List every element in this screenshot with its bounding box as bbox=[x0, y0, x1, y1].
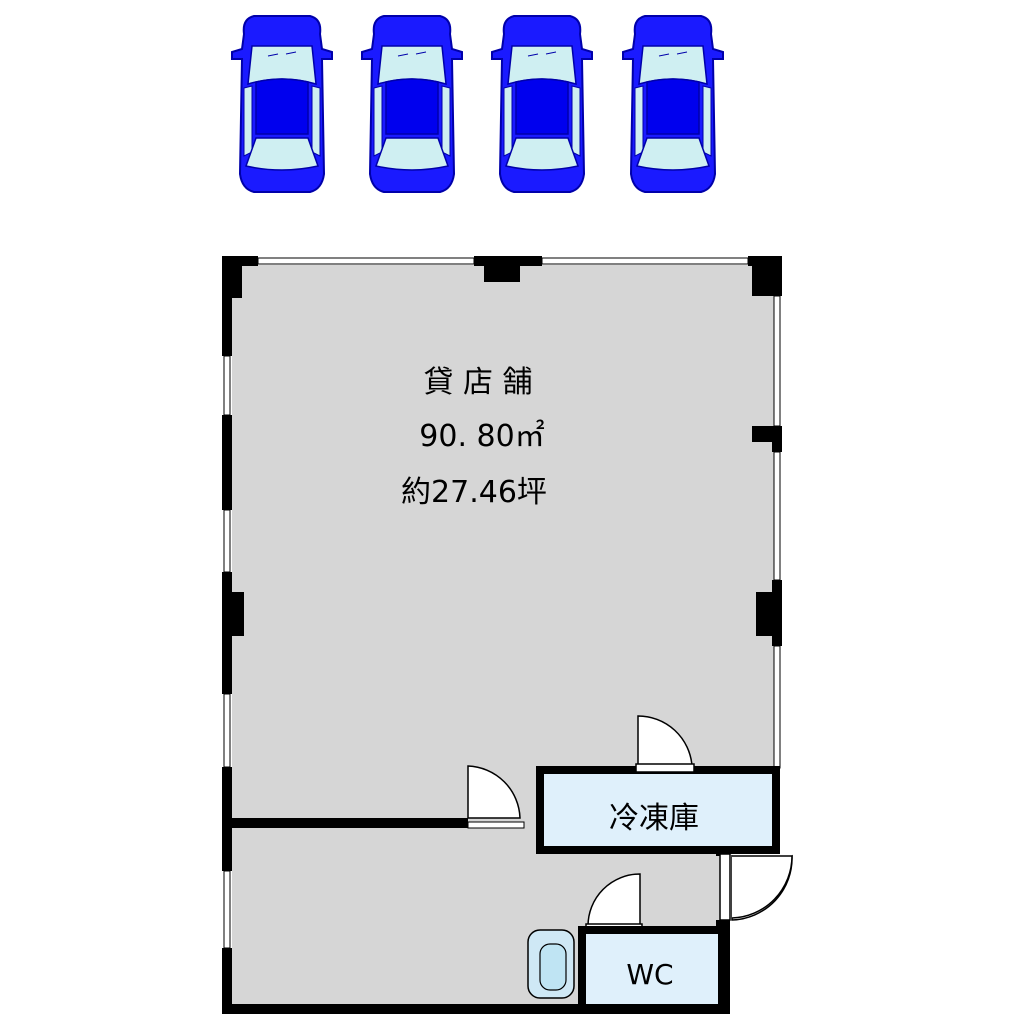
parking-area bbox=[231, 15, 724, 193]
freezer-room: 冷凍庫 bbox=[536, 766, 780, 854]
washbasin-icon bbox=[527, 929, 575, 999]
freezer-label: 冷凍庫 bbox=[609, 801, 699, 836]
wc-room: WC bbox=[578, 926, 726, 1012]
room-labels: 貸 店 舗 90. 80㎡ 約27.46坪 bbox=[401, 365, 547, 510]
car-icon bbox=[231, 15, 333, 193]
wc-label: WC bbox=[626, 958, 673, 991]
car-icon bbox=[361, 15, 463, 193]
doors bbox=[467, 715, 793, 933]
partition-door bbox=[467, 765, 521, 819]
room-area: 90. 80㎡ bbox=[419, 419, 544, 454]
car-icon bbox=[622, 15, 724, 193]
room-name: 貸 店 舗 bbox=[423, 365, 532, 400]
wc-door bbox=[587, 873, 641, 927]
freezer-door bbox=[637, 715, 693, 767]
room-tsubo: 約27.46坪 bbox=[401, 475, 547, 510]
car-icon bbox=[491, 15, 593, 193]
walls bbox=[222, 256, 782, 1014]
